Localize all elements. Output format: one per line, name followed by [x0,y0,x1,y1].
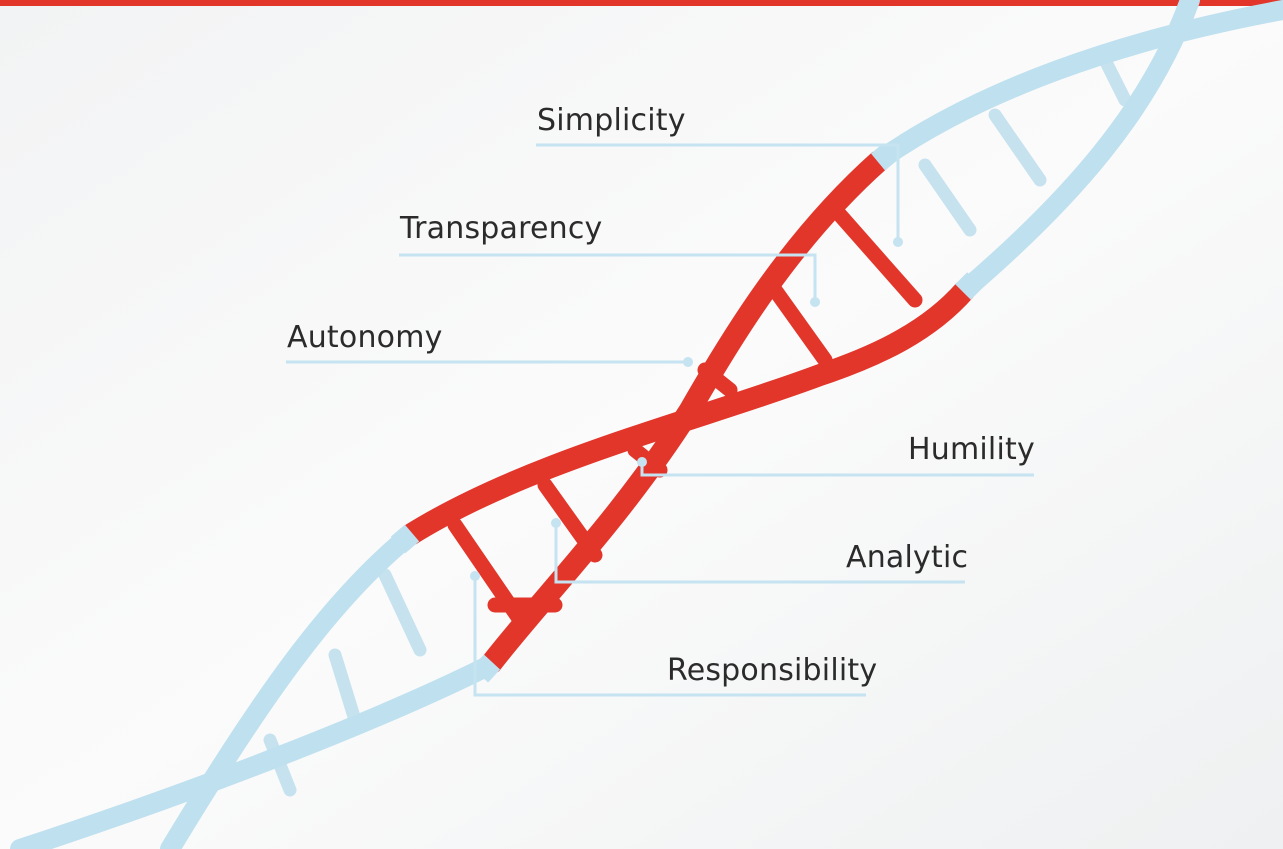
label-autonomy: Autonomy [287,320,443,355]
light-caps [390,143,983,683]
label-simplicity: Simplicity [537,103,686,138]
label-transparency: Transparency [400,211,603,246]
red-strands [404,151,974,672]
label-responsibility: Responsibility [667,653,878,688]
accent-top-bar [0,0,1283,6]
leader-dots [470,237,903,581]
leader-lines [286,143,1034,697]
label-humility: Humility [908,432,1035,467]
light-strands [10,0,1283,849]
label-analytic: Analytic [846,540,969,575]
